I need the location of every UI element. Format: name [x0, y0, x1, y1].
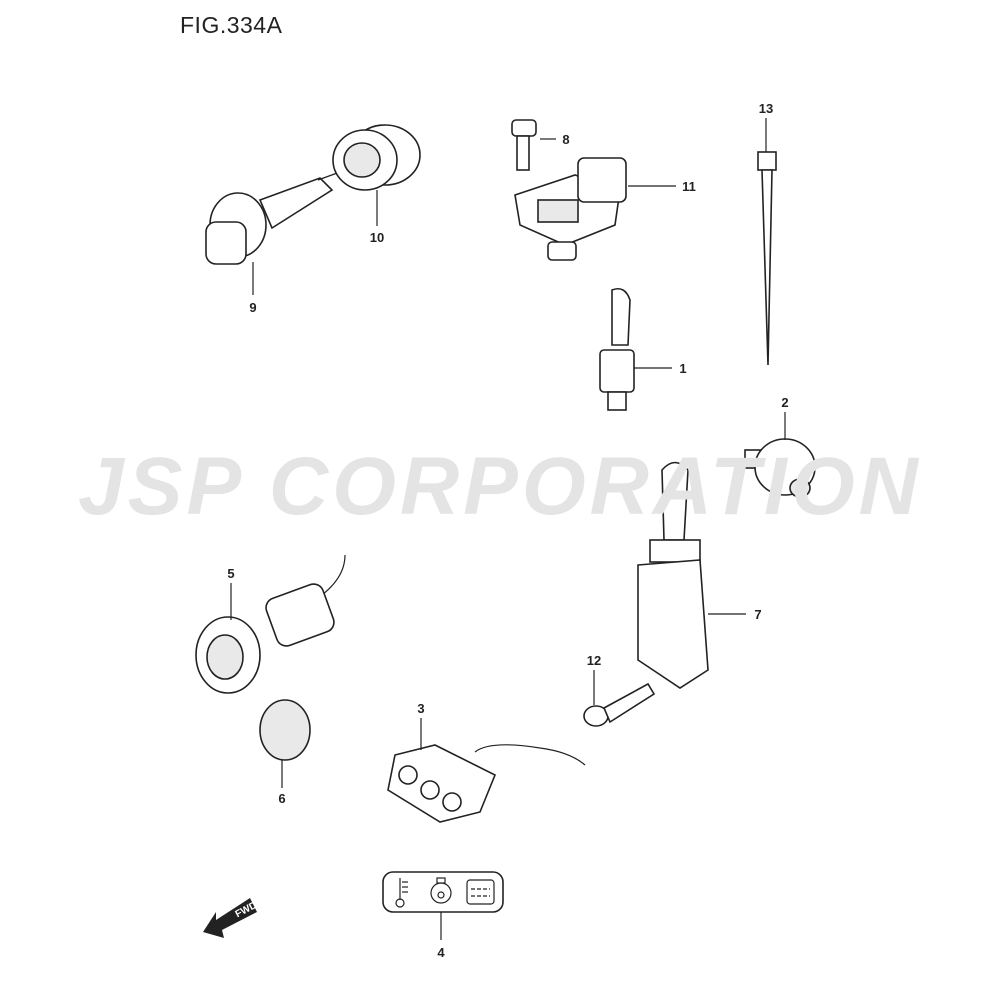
callout-8: 8	[562, 132, 569, 147]
part-9-sensor[interactable]	[205, 171, 341, 295]
callout-6: 6	[278, 791, 285, 806]
part-12-bolt[interactable]	[583, 670, 656, 727]
callout-1: 1	[679, 361, 686, 376]
thermometer-icon	[395, 878, 408, 908]
callout-4: 4	[437, 945, 445, 960]
figure-title: FIG.334A	[180, 12, 283, 38]
part-8-bolt[interactable]	[511, 119, 556, 171]
callout-11: 11	[682, 179, 696, 194]
part-5-sensor[interactable]	[195, 554, 346, 694]
part-3-switch[interactable]	[387, 718, 586, 823]
callout-5: 5	[227, 566, 234, 581]
callout-12: 12	[587, 653, 601, 668]
callout-13: 13	[759, 101, 773, 116]
callout-10: 10	[370, 230, 384, 245]
part-10-grommet[interactable]	[332, 124, 421, 226]
part-4-label[interactable]	[382, 871, 504, 940]
callout-3: 3	[417, 701, 424, 716]
part-13-cable-tie[interactable]	[757, 118, 777, 366]
callout-2: 2	[781, 395, 788, 410]
battery-icon	[466, 879, 495, 905]
fwd-direction-arrow: FWD	[203, 898, 259, 938]
part-7-sensor-block[interactable]	[637, 461, 746, 689]
part-11-sensor[interactable]	[514, 157, 676, 261]
part-6-cap[interactable]	[259, 699, 311, 788]
callout-7: 7	[754, 607, 761, 622]
part-1-sensor[interactable]	[599, 287, 672, 411]
part-2-sensor[interactable]	[744, 412, 816, 498]
callout-9: 9	[249, 300, 256, 315]
engine-oil-icon	[430, 877, 452, 904]
